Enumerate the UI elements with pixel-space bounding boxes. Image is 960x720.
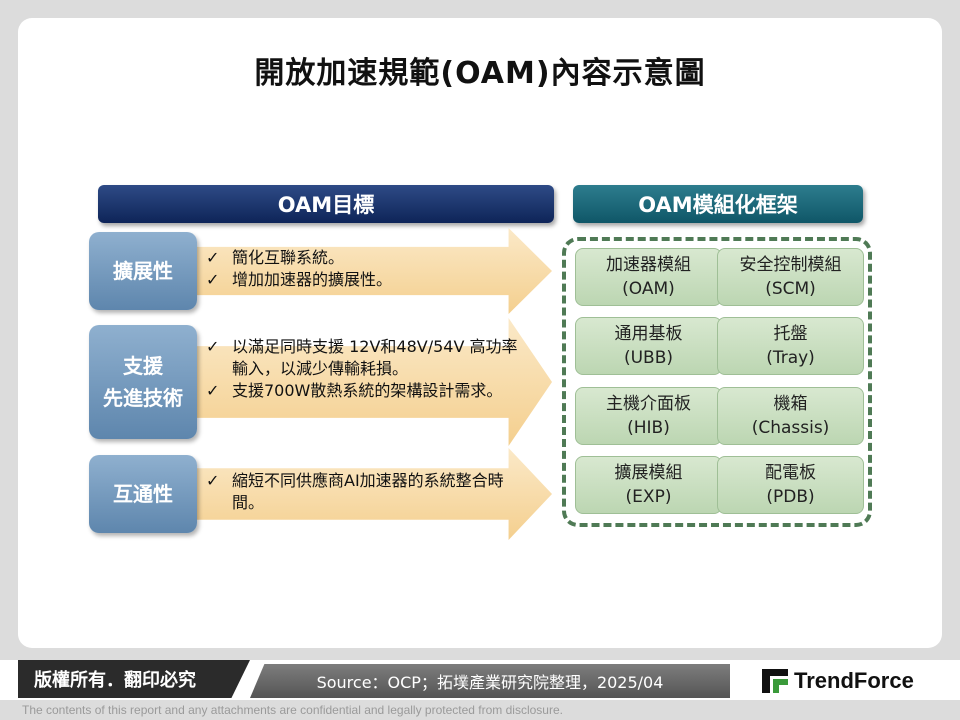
module-tray: 托盤 (Tray) <box>717 317 864 375</box>
module-abbr: (Chassis) <box>751 418 830 438</box>
page-title: 開放加速規範(OAM)內容示意圖 <box>254 56 706 91</box>
module-abbr: (PDB) <box>766 487 815 507</box>
module-name: 配電板 <box>765 463 816 483</box>
trendforce-logo-icon <box>762 669 788 693</box>
bullet-text: 簡化互聯系統。 <box>232 248 345 267</box>
goal-bullets-1: ✓ 簡化互聯系統。 ✓ 增加加速器的擴展性。 <box>206 247 526 291</box>
module-ubb: 通用基板 (UBB) <box>575 317 722 375</box>
goal-bullets-2: ✓ 以滿足同時支援 12V和48V/54V 高功率輸入，以減少傳輸耗損。 ✓ 支援7… <box>206 336 522 402</box>
module-name: 機箱 <box>773 394 808 414</box>
bullet-item: ✓ 增加加速器的擴展性。 <box>206 269 526 291</box>
goal-label-line: 先進技術 <box>103 386 183 410</box>
module-abbr: (SCM) <box>765 279 816 299</box>
goal-label-line: 互通性 <box>113 482 173 506</box>
module-chassis: 機箱 (Chassis) <box>717 387 864 445</box>
module-name: 擴展模組 <box>614 463 683 483</box>
check-icon: ✓ <box>206 248 220 267</box>
logo-text: TrendForce <box>794 668 914 693</box>
copyright-label: 版權所有．翻印必究 <box>18 660 250 698</box>
bullet-item: ✓ 以滿足同時支援 12V和48V/54V 高功率輸入，以減少傳輸耗損。 <box>206 336 522 380</box>
module-exp: 擴展模組 (EXP) <box>575 456 722 514</box>
bullet-item: ✓ 簡化互聯系統。 <box>206 247 526 269</box>
goal-label-scalability: 擴展性 <box>89 232 197 310</box>
source-label: Source：OCP；拓墣產業研究院整理，2025/04 <box>250 664 730 698</box>
module-name: 通用基板 <box>614 324 683 344</box>
module-oam: 加速器模組 (OAM) <box>575 248 722 306</box>
framework-header: OAM模組化框架 <box>573 185 863 223</box>
check-icon: ✓ <box>206 471 220 490</box>
goal-header: OAM目標 <box>98 185 554 223</box>
bullet-text: 增加加速器的擴展性。 <box>232 270 393 289</box>
goal-label-advanced-tech: 支援 先進技術 <box>89 325 197 439</box>
module-abbr: (HIB) <box>627 418 670 438</box>
trendforce-logo: TrendForce <box>762 666 914 696</box>
module-abbr: (EXP) <box>625 487 672 507</box>
framework-dashed-border <box>562 237 872 527</box>
check-icon: ✓ <box>206 381 220 400</box>
bullet-item: ✓ 支援700W散熱系統的架構設計需求。 <box>206 380 522 402</box>
module-hib: 主機介面板 (HIB) <box>575 387 722 445</box>
module-name: 安全控制模組 <box>739 255 842 275</box>
module-name: 加速器模組 <box>606 255 691 275</box>
check-icon: ✓ <box>206 337 220 356</box>
check-icon: ✓ <box>206 270 220 289</box>
bullet-text: 支援700W散熱系統的架構設計需求。 <box>232 381 503 400</box>
disclaimer-text: The contents of this report and any atta… <box>22 703 563 717</box>
module-pdb: 配電板 (PDB) <box>717 456 864 514</box>
goal-label-line: 支援 <box>123 354 163 378</box>
goal-bullets-3: ✓ 縮短不同供應商AI加速器的系統整合時間。 <box>206 470 522 514</box>
bullet-text: 以滿足同時支援 12V和48V/54V 高功率輸入，以減少傳輸耗損。 <box>232 337 518 378</box>
bullet-text: 縮短不同供應商AI加速器的系統整合時間。 <box>232 471 504 512</box>
module-name: 主機介面板 <box>606 394 691 414</box>
module-scm: 安全控制模組 (SCM) <box>717 248 864 306</box>
goal-label-line: 擴展性 <box>113 259 173 283</box>
module-abbr: (Tray) <box>766 348 815 368</box>
bullet-item: ✓ 縮短不同供應商AI加速器的系統整合時間。 <box>206 470 522 514</box>
module-name: 托盤 <box>773 324 808 344</box>
goal-label-interoperability: 互通性 <box>89 455 197 533</box>
module-abbr: (OAM) <box>622 279 675 299</box>
module-abbr: (UBB) <box>623 348 674 368</box>
